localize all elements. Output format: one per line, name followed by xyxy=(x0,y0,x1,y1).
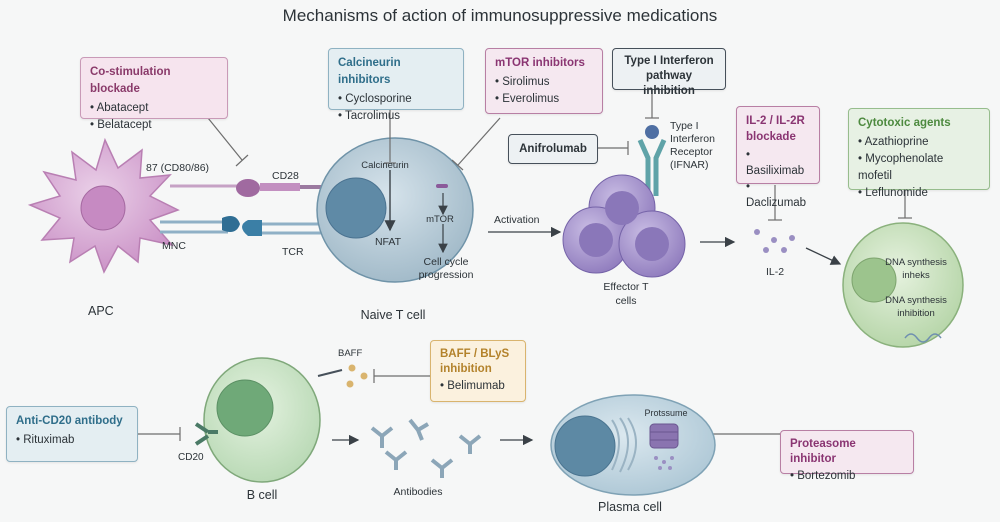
interferon-box: Type I Interferon pathway inhibition xyxy=(612,48,726,97)
calcineurin-title: Calcineurin inhibitors xyxy=(338,57,401,86)
baff-label: BAFF xyxy=(338,348,363,359)
proteasome-label: Protssume xyxy=(644,408,688,418)
drug-daclizumab: Daclizumab xyxy=(746,179,810,211)
mhc-tcr-pair xyxy=(160,216,330,236)
mtor-title: mTOR inhibitors xyxy=(495,57,585,69)
anifrolumab-box: Anifrolumab xyxy=(508,134,598,164)
activation-label: Activation xyxy=(494,214,540,226)
il2-blockade-box: IL-2 / IL-2R blockade BasiliximabDaclizu… xyxy=(736,106,820,209)
antibodies-label: Antibodies xyxy=(393,486,443,498)
b-cell-label: B cell xyxy=(246,488,278,502)
effector-label: Effector T cells xyxy=(603,281,649,307)
drug-tacrolimus: Tacrolimus xyxy=(338,108,454,125)
il2-dots xyxy=(754,229,795,253)
drug-everolimus: Everolimus xyxy=(495,91,593,108)
calcineurin-box: Calcineurin inhibitors CyclosporineTacro… xyxy=(328,48,464,122)
diagram-title: Mechanisms of action of immunosuppressiv… xyxy=(282,6,718,25)
drug-cyclosporine: Cyclosporine xyxy=(338,91,454,108)
b-cell xyxy=(194,357,321,483)
cell-cycle-label: Cell cycle progression xyxy=(418,256,474,281)
proteasome-box: Proteasome inhibitor Bortezomib xyxy=(780,430,914,482)
ifnar-receptor xyxy=(637,125,667,196)
target-cell xyxy=(842,222,964,348)
mnc-label: MNC xyxy=(162,240,186,252)
drug-belimumab: Belimumab xyxy=(440,379,516,394)
anti-cd20-box: Anti-CD20 antibody Rituximab xyxy=(6,406,138,462)
effector-t-cells xyxy=(562,174,686,278)
antibodies xyxy=(370,418,482,478)
mtor-box: mTOR inhibitors SirolimusEverolimus xyxy=(485,48,603,114)
apc-label: APC xyxy=(88,304,114,318)
calcineurin-inner-label: Calcineurin xyxy=(361,160,409,171)
plasma-cell-label: Plasma cell xyxy=(598,500,662,514)
cd20-label: CD20 xyxy=(178,452,204,463)
anti-cd20-title: Anti-CD20 antibody xyxy=(16,415,123,427)
interferon-title: Type I Interferon pathway inhibition xyxy=(624,55,714,97)
ifnar-label: Type I Interferon Receptor (IFNAR) xyxy=(670,120,715,171)
naive-t-cell xyxy=(316,137,474,283)
b7-cd28-pair xyxy=(170,179,330,197)
mtor-inner-label: mTOR xyxy=(426,214,454,225)
plasma-cell xyxy=(550,394,716,496)
anifrolumab-title: Anifrolumab xyxy=(519,143,587,155)
cytotoxic-title: Cytotoxic agents xyxy=(858,117,951,129)
costim-blockade-box: Co-stimulation blockade AbataceptBelatac… xyxy=(80,57,228,131)
drug-mycophenolate: Mycophenolate mofetil xyxy=(858,151,980,185)
cd28-label: CD28 xyxy=(272,170,299,182)
naive-t-cell-label: Naive T cell xyxy=(360,308,426,322)
nfat-label: NFAT xyxy=(374,236,402,248)
costim-title: Co-stimulation blockade xyxy=(90,66,171,95)
drug-bortezomib: Bortezomib xyxy=(790,469,904,484)
il2-title: IL-2 / IL-2R blockade xyxy=(746,115,805,143)
baff-ligand xyxy=(317,364,368,388)
dna-synthesis-label-1: DNA synthesis inheks xyxy=(885,257,947,281)
drug-basiliximab: Basiliximab xyxy=(746,147,810,179)
baff-box: BAFF / BLyS inhibition Belimumab xyxy=(430,340,526,402)
drug-sirolimus: Sirolimus xyxy=(495,74,593,91)
baff-title: BAFF / BLyS inhibition xyxy=(440,348,510,375)
drug-abatacept: Abatacept xyxy=(90,100,218,117)
drug-rituximab: Rituximab xyxy=(16,432,128,449)
target-arrow xyxy=(805,247,842,265)
il2-label: IL-2 xyxy=(766,266,785,278)
drug-belatacept: Belatacept xyxy=(90,117,218,134)
cytotoxic-box: Cytotoxic agents AzathioprineMycophenola… xyxy=(848,108,990,199)
drug-leflunomide: Leflunomide xyxy=(858,185,980,202)
dna-synthesis-label-2: DNA synthesis inhibition xyxy=(885,295,947,319)
drug-azathioprine: Azathioprine xyxy=(858,134,980,151)
b7-label: 87 (CD80/86) xyxy=(146,162,210,174)
tcr-label: TCR xyxy=(282,246,304,258)
apc-cell xyxy=(27,137,180,274)
proteasome-title: Proteasome inhibitor xyxy=(790,438,856,465)
